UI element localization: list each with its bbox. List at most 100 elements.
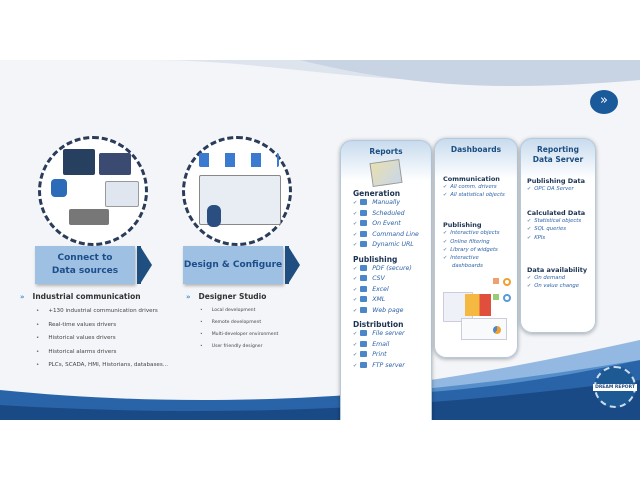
list-item: ✔ Print [353,350,431,361]
list-item: ✔Manually [353,198,431,209]
list-item: Remote development [200,320,278,325]
check-icon: ✔ [353,297,358,303]
item-label: PDF (secure) [372,264,412,272]
hand-icon [360,199,368,205]
check-icon: ✔ [443,230,448,237]
folder-icon [360,330,368,336]
check-icon: ✔ [443,255,448,262]
section-title: Publishing [443,221,482,230]
list-item: ✔ PDF (secure) [353,264,431,275]
bullet-icon: » [20,293,25,301]
list-item: +130 industrial communication drivers [36,308,168,314]
design-configure-box: Design & Configure [183,246,283,284]
web-icon [360,306,368,313]
item-label: Print [372,351,387,358]
excel-icon [360,285,368,292]
check-icon: ✔ [353,352,358,358]
section-title: Communication [443,175,500,183]
list-item: dashboards [452,263,483,270]
check-icon: ✔ [443,184,448,190]
designer-illustration [182,136,292,246]
check-icon: ✔ [443,238,448,245]
list-item: ✔All comm. drivers [443,184,497,190]
list-item: ✔On demand [527,274,566,281]
list-item: ✔FTP server [353,361,431,372]
check-icon: ✔ [443,192,448,199]
arrow-bar [285,246,289,284]
list-item: ✔All statistical objects [443,192,505,199]
check-icon: ✔ [527,218,532,225]
list-item: User friendly designer [200,344,278,349]
item-label: Command Line [372,230,419,238]
list-item: ✔ XML [353,295,431,306]
check-icon: ✔ [353,362,358,369]
list-item: ✔SQL queries [527,226,567,233]
box-label: Design & Configure [183,259,283,270]
list-item: ✔CSV [353,274,431,285]
list-item: PLCs, SCADA, HMI, Historians, databases.… [36,362,168,368]
list-item: ✔File server [353,329,431,340]
section-title: Publishing Data [527,177,586,185]
email-icon [360,340,368,347]
list-item: Local development [200,308,278,313]
industrial-heading: » Industrial communication [20,292,141,301]
terminal-icon [360,230,368,237]
list-item: ✔On value change [527,283,580,290]
item-label: On Event [372,220,401,227]
section-title: Data availability [527,265,588,274]
check-icon: ✔ [353,210,358,217]
warning-icon [360,220,368,226]
list-item: ✔Interactive [443,255,479,262]
section-title: Publishing [353,254,398,264]
printer-icon [360,351,368,357]
check-icon: ✔ [353,265,358,272]
list-item: ✔Library of widgets [443,246,498,253]
heading-text: Industrial communication [32,292,141,301]
check-icon: ✔ [353,286,358,293]
list-item: Real-time values drivers [36,322,168,328]
item-label: Excel [372,285,389,293]
pdf-icon [360,264,368,271]
list-item: Historical values drivers [36,335,168,341]
arrow-right-icon [140,246,152,284]
check-icon: ✔ [353,242,358,248]
card-title: Dashboards [450,145,502,154]
section-title: Calculated Data [527,209,586,218]
check-icon: ✔ [353,307,358,314]
list-item: ✔Online filtering [443,238,490,245]
list-item: ✔Scheduled [353,209,431,220]
csv-icon [360,275,368,281]
check-icon: ✔ [527,274,532,281]
heading-text: Designer Studio [198,292,267,301]
list-item: Multi-developer environment [200,332,279,337]
report-thumbnails [369,159,403,187]
check-icon: ✔ [353,341,358,348]
list-item: ✔KPIs [527,234,546,241]
dashboards-card: Dashboards Communication ✔All comm. driv… [434,138,518,358]
bullet-icon: » [186,293,191,301]
reports-card: Reports Generation ✔Manually✔Scheduled✔O… [340,140,432,420]
item-label: XML [372,296,386,303]
item-label: File server [372,330,405,337]
designer-heading: » Designer Studio [186,292,266,301]
check-icon: ✔ [353,276,358,282]
item-label: Manually [372,199,401,206]
xml-icon [360,296,368,302]
list-item: ✔ Excel [353,285,431,296]
check-icon: ✔ [443,246,448,253]
arrow-bar [137,246,141,284]
list-item: ✔Web page [353,306,431,317]
list-item: ✔Interactive objects [443,230,500,237]
check-icon: ✔ [527,186,532,192]
check-icon: ✔ [353,221,358,227]
dream-report-logo: DREAM REPORT [593,366,637,408]
industrial-list: +130 industrial communication drivers Re… [36,308,168,376]
designer-list: Local development Remote development Mul… [200,308,279,356]
data-sources-illustration [38,136,148,246]
box-label: Data sources [51,266,119,276]
list-item: Historical alarms drivers [36,349,168,355]
section-title: Generation [353,189,401,198]
brand-logo-top: » [590,90,618,114]
